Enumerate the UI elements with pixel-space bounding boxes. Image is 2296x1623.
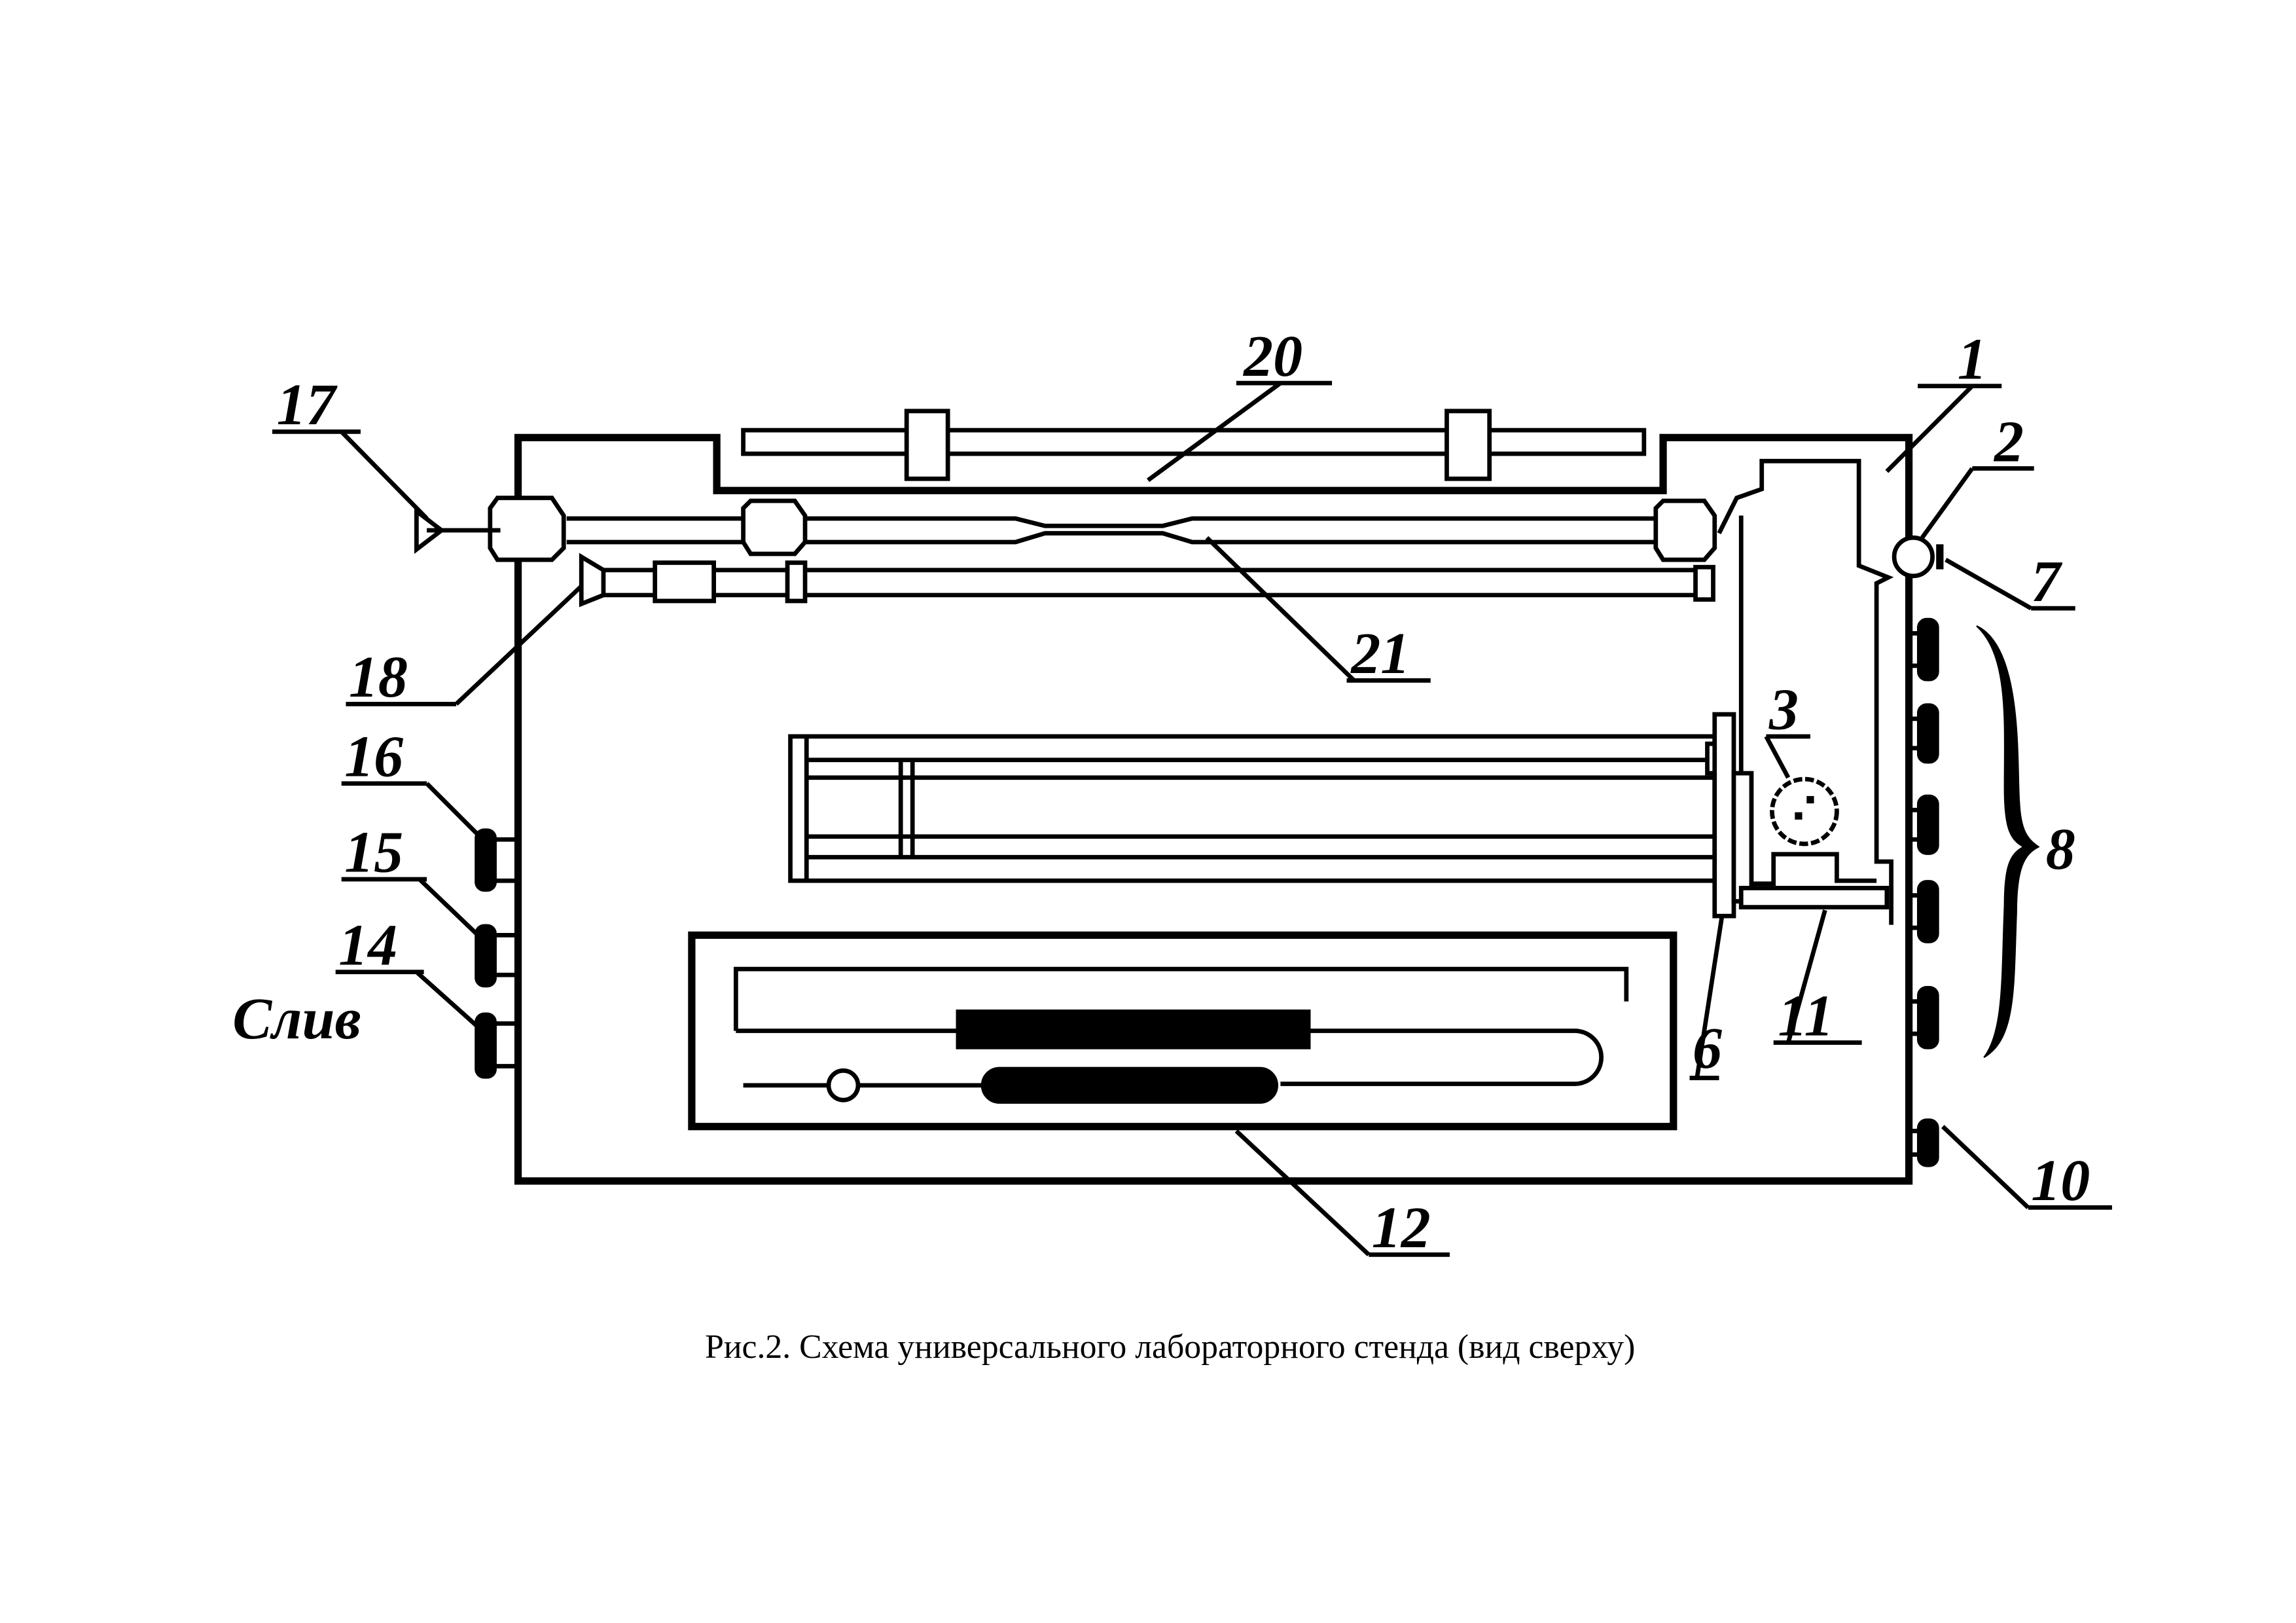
- connector-10: [1916, 1118, 1939, 1167]
- label-11: 11: [1778, 983, 1833, 1048]
- tube-18: [579, 553, 1715, 608]
- label-18: 18: [349, 645, 408, 710]
- leader-lines: [272, 380, 2112, 1257]
- label-6: 6: [1693, 1016, 1722, 1081]
- plate-6: [1712, 712, 1736, 919]
- column-ledge: [1751, 852, 1877, 886]
- label-2: 2: [1993, 409, 2024, 474]
- base-11: [1738, 886, 1890, 910]
- label-16: 16: [344, 725, 403, 790]
- label-10: 10: [2031, 1148, 2090, 1213]
- connector-stubs: [1909, 631, 1918, 1157]
- label-7: 7: [2031, 549, 2062, 614]
- motor-3: [1770, 776, 1839, 847]
- label-15: 15: [344, 820, 403, 885]
- stand-housing: [514, 433, 1913, 1185]
- tube-21: [414, 496, 1717, 562]
- motor-dot: [1806, 795, 1814, 804]
- label-3: 3: [1768, 678, 1799, 742]
- connector-16: [475, 828, 518, 892]
- frame: [788, 734, 1719, 883]
- connector-15: [475, 924, 518, 988]
- label-20: 20: [1242, 324, 1302, 389]
- label-12: 12: [1372, 1195, 1431, 1260]
- unit-12: [688, 931, 1677, 1131]
- valve-handle-7: [1936, 544, 1944, 570]
- label-21: 21: [1350, 621, 1410, 686]
- label-17: 17: [277, 373, 338, 437]
- rail-20: [741, 409, 1647, 481]
- plate-6-inner: [1731, 771, 1754, 904]
- connectors-8: [1916, 617, 1939, 1049]
- motor-dot: [1795, 812, 1803, 820]
- brace-8: [1976, 625, 2040, 1059]
- label-1: 1: [1958, 327, 1987, 392]
- label-drain: Слив: [232, 987, 361, 1051]
- valve-2: [1892, 535, 1935, 579]
- label-14: 14: [338, 913, 397, 977]
- connector-14-drain: [475, 1012, 518, 1079]
- label-8: 8: [2046, 817, 2075, 882]
- figure-caption: Рис.2. Схема универсального лабораторног…: [705, 1328, 1635, 1366]
